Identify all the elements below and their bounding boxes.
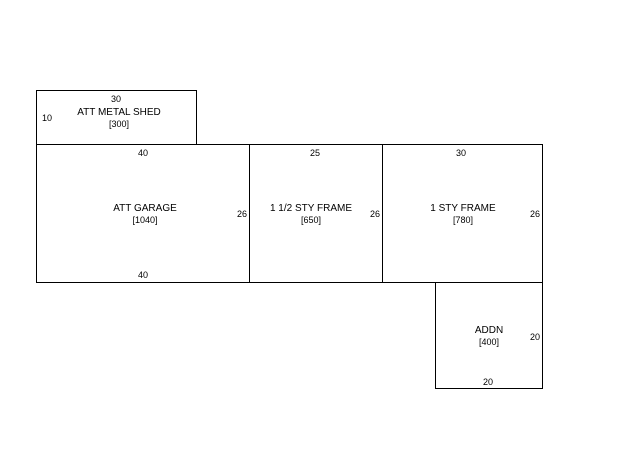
shed-area-label: [300]: [108, 119, 130, 129]
shed-name-label: ATT METAL SHED: [77, 107, 161, 118]
addn-name-label: ADDN: [474, 325, 504, 336]
half-name-label: 1 1/2 STY FRAME: [269, 203, 353, 214]
garage-name-label: ATT GARAGE: [113, 203, 177, 214]
garage-bottom-dimension: 40: [138, 270, 149, 280]
addn-area-label: [400]: [478, 337, 500, 347]
garage-right-dimension: 26: [237, 209, 248, 219]
one-right-dimension: 26: [530, 209, 541, 219]
one-top-dimension: 30: [456, 148, 467, 158]
shed-top-dimension: 30: [111, 94, 122, 104]
garage-area-label: [1040]: [132, 215, 158, 225]
addn-right-dimension: 20: [530, 332, 541, 342]
garage-top-dimension: 40: [138, 148, 149, 158]
one-area-label: [780]: [452, 215, 474, 225]
addn-bottom-dimension: 20: [483, 377, 494, 387]
section-addition: [435, 282, 543, 389]
one-name-label: 1 STY FRAME: [430, 203, 496, 214]
shed-left-dimension: 10: [42, 113, 53, 123]
half-top-dimension: 25: [310, 148, 321, 158]
half-right-dimension: 26: [370, 209, 381, 219]
half-area-label: [650]: [300, 215, 322, 225]
